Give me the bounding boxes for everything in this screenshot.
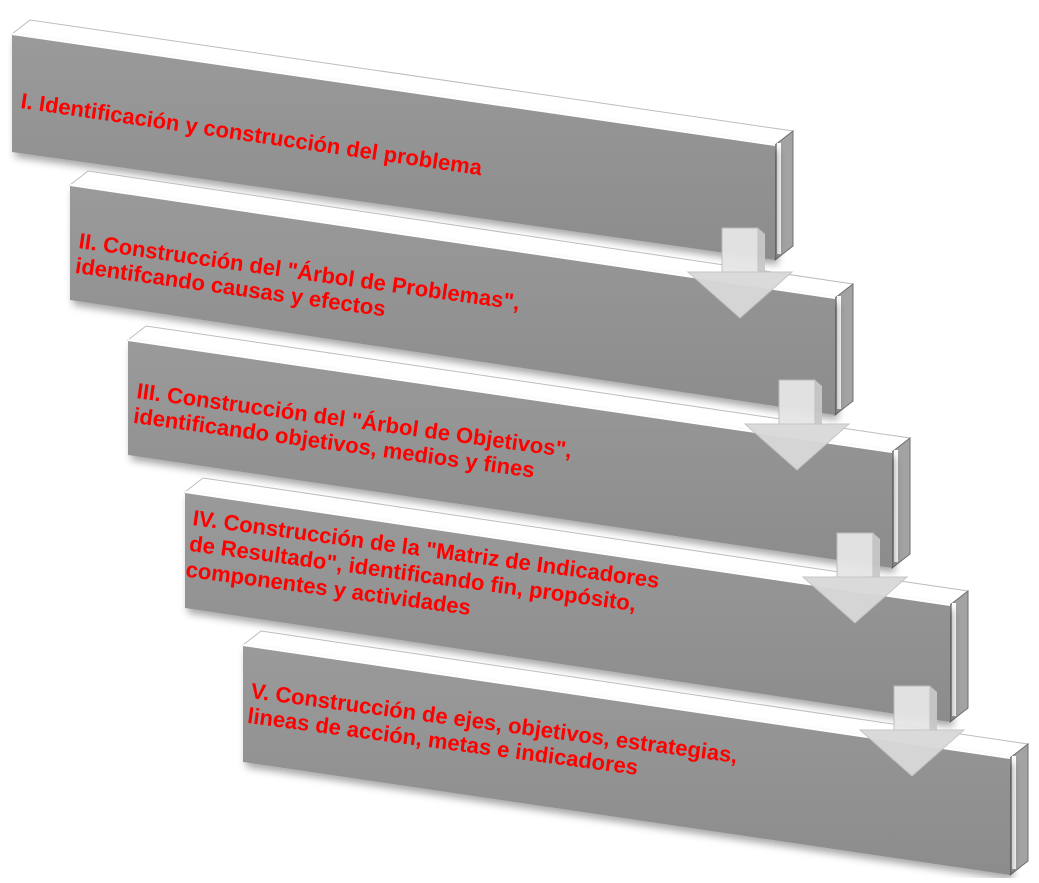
step-box-front-face [243,645,1010,875]
down-arrow-icon [858,685,966,777]
step-box-2 [68,170,855,417]
down-arrow-head [686,271,794,319]
down-arrow-icon [686,227,794,319]
step-box-front-face [12,34,775,260]
down-arrow-head [743,423,851,471]
down-arrow-shaft-side [758,228,765,272]
down-arrow-shaft-side [873,533,880,577]
step-box-4 [183,477,970,724]
down-arrow-head [801,576,909,624]
step-box-front-face [70,185,835,415]
down-arrow-shaft [778,379,816,425]
down-arrow-icon [743,379,851,471]
down-arrow-shaft [836,532,874,578]
down-arrow-shaft [893,685,931,731]
step-box-3 [126,325,912,570]
down-arrow-shaft-side [815,380,822,424]
step-box-top-edge [11,33,776,146]
step-box-front-face [185,492,950,722]
step-box-5 [241,630,1030,877]
down-arrow-shaft-side [930,686,937,730]
down-arrow-shaft [721,227,759,273]
down-arrow-head [858,729,966,777]
down-arrow-icon [801,532,909,624]
step-box-front-face [128,340,892,568]
step-box-1 [10,19,795,262]
